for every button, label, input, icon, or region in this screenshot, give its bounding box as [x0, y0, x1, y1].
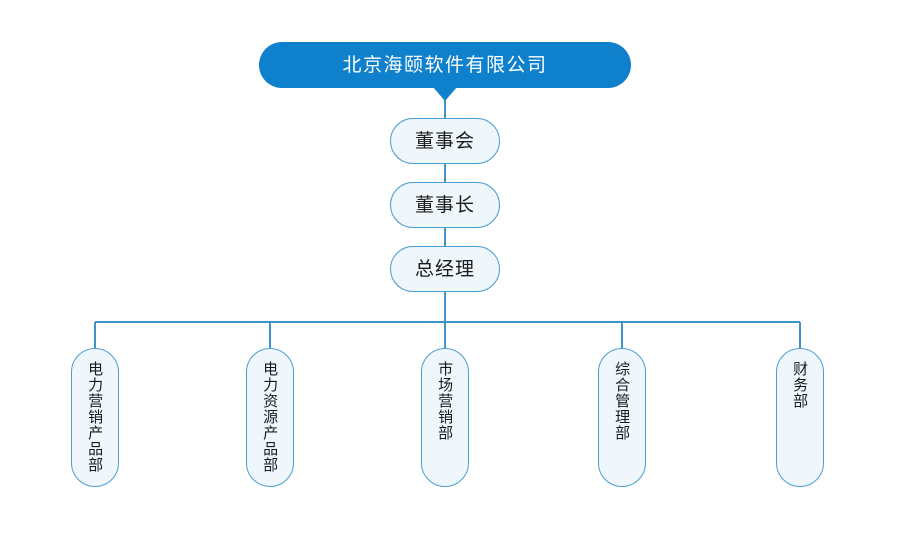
root-node-tail-icon — [433, 87, 457, 101]
org-node-department[interactable]: 综合管理部 — [598, 348, 646, 487]
org-node-company-label: 北京海颐软件有限公司 — [342, 53, 548, 76]
org-node-chairman[interactable]: 董事长 — [390, 182, 500, 228]
org-node-company[interactable]: 北京海颐软件有限公司 — [259, 42, 631, 88]
org-node-department-label: 市场营销部 — [436, 361, 455, 441]
org-node-department-label: 综合管理部 — [613, 361, 632, 441]
org-node-department[interactable]: 市场营销部 — [421, 348, 469, 487]
org-node-general-manager[interactable]: 总经理 — [390, 246, 500, 292]
org-node-department[interactable]: 电力营销产品部 — [71, 348, 119, 487]
org-node-board-label: 董事会 — [414, 129, 475, 152]
org-node-department-label: 电力营销产品部 — [86, 361, 105, 473]
org-node-board[interactable]: 董事会 — [390, 118, 500, 164]
org-node-general-manager-label: 总经理 — [414, 257, 475, 280]
org-node-department-label: 电力资源产品部 — [261, 361, 280, 473]
org-node-department[interactable]: 电力资源产品部 — [246, 348, 294, 487]
org-node-department-label: 财务部 — [791, 361, 810, 409]
org-node-chairman-label: 董事长 — [414, 193, 475, 216]
org-node-department[interactable]: 财务部 — [776, 348, 824, 487]
